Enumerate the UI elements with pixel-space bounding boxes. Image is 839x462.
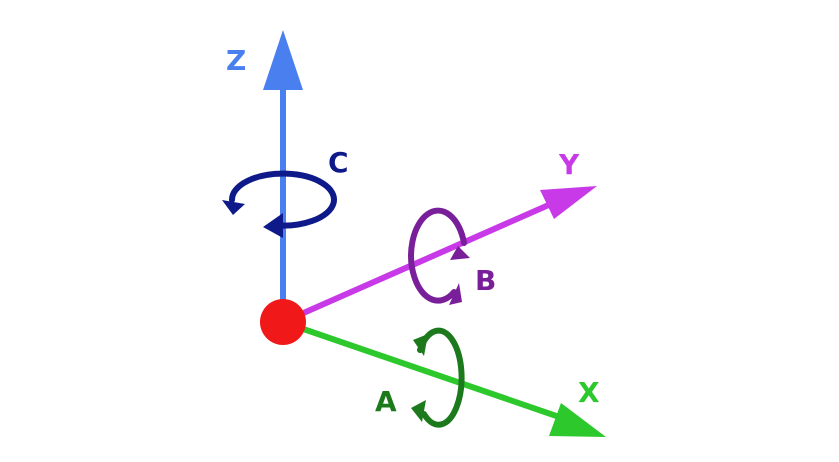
rotation-c-arrow-bottom-icon — [263, 213, 283, 238]
x-axis: X — [282, 319, 606, 437]
y-axis-label: Y — [558, 148, 580, 181]
rotation-a-label: A — [375, 385, 397, 418]
y-axis: Y — [281, 148, 597, 325]
y-axis-line — [281, 197, 562, 325]
rotation-b-arrow-top-icon — [450, 246, 470, 260]
z-axis: Z — [226, 30, 303, 322]
rotation-a-arc — [417, 327, 465, 428]
y-axis-arrowhead — [540, 186, 597, 219]
x-axis-line — [282, 319, 569, 423]
rotation-a: A — [375, 327, 465, 428]
rotation-b-arc — [408, 207, 467, 304]
rotation-a-arrow-bottom-icon — [411, 400, 426, 422]
z-axis-arrowhead — [263, 30, 303, 90]
rotation-b-label: B — [475, 264, 496, 297]
rotation-b: B — [408, 207, 496, 305]
rotation-a-arrow-top-icon — [413, 334, 428, 356]
z-axis-label: Z — [226, 44, 246, 77]
rotation-c-arrow-left-icon — [222, 200, 245, 215]
x-axis-label: X — [578, 376, 600, 409]
x-axis-arrowhead — [549, 403, 606, 437]
rotation-c-label: C — [328, 146, 349, 179]
rotation-b-arrow-bottom-icon — [449, 283, 462, 305]
origin-point-icon — [260, 299, 306, 345]
rotation-c-arc — [228, 170, 337, 229]
rotation-c: C — [222, 146, 349, 238]
